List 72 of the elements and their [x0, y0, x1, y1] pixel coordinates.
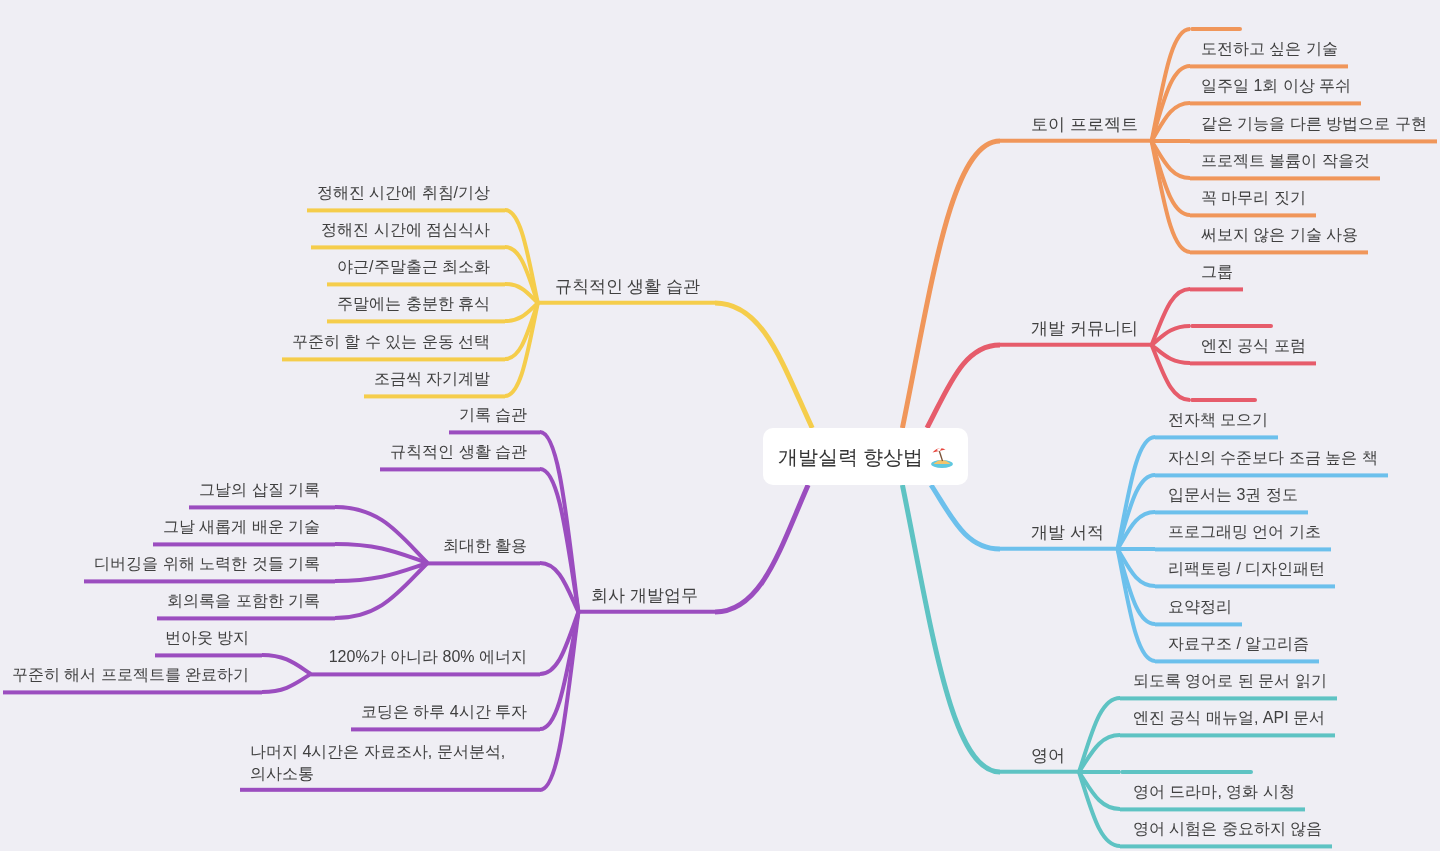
subtopic-label: 120%가 아니라 80% 에너지: [310, 646, 540, 676]
branch-curve: [539, 561, 581, 613]
branch-curve: [1149, 344, 1191, 402]
main-topic-label: 회사 개발업무: [578, 583, 715, 614]
subtopic-label: 주말에는 충분한 휴식: [327, 293, 505, 323]
central-topic-card: [763, 428, 968, 485]
branch-curve: [924, 342, 1001, 430]
branch-underline: [1190, 27, 1242, 31]
subtopic-label: 전자책 모으기: [1155, 409, 1279, 439]
branch-underline: [1190, 324, 1273, 328]
subtopic-label: 정해진 시간에 점심식사: [311, 219, 505, 249]
branch-underline: [1190, 398, 1257, 402]
branch-curve: [261, 672, 312, 694]
subtopic-label: 규칙적인 생활 습관: [380, 441, 540, 471]
branch-curve: [1149, 139, 1191, 180]
subtopic-label: 최대한 활용: [427, 535, 540, 565]
subtopic-label: 코딩은 하루 4시간 투자: [350, 701, 540, 731]
branch-curve: [1149, 140, 1191, 254]
branch-curve: [1115, 547, 1156, 588]
subtopic-label: 엔진 공식 포럼: [1190, 335, 1316, 365]
subtopic-label: 같은 기능을 다른 방법으로 구현: [1190, 113, 1437, 143]
branch-curve: [504, 302, 540, 398]
subtopic-label: 정해진 시간에 취침/기상: [306, 182, 505, 212]
subtopic-label: 그날의 삽질 기록: [189, 479, 335, 509]
subtopic-label: 회의록을 포함한 기록: [157, 590, 335, 620]
branch-curve: [1115, 548, 1156, 663]
subtopic-label: 입문서는 3권 정도: [1155, 484, 1308, 514]
subtopic-label: 요약정리: [1155, 596, 1242, 626]
subtopic-label: 조금씩 자기계발: [363, 368, 505, 398]
subtopic-label: 꾸준히 할 수 있는 운동 선택: [281, 331, 505, 361]
subtopic-label: 꼭 마무리 짓기: [1190, 187, 1316, 217]
subtopic-label: 야근/주말출근 최소화: [327, 256, 505, 286]
subtopic-label: 일주일 1회 이상 푸쉬: [1190, 75, 1362, 105]
subtopic-label: 기록 습관: [448, 404, 540, 434]
branch-curve: [899, 484, 1001, 775]
main-topic-label: 영어: [1000, 743, 1079, 774]
branch-curve: [1117, 547, 1155, 551]
subtopic-label: 써보지 않은 기술 사용: [1190, 224, 1369, 254]
branch-curve: [899, 138, 1001, 429]
main-topic-label: 규칙적인 생활 습관: [537, 274, 715, 305]
subtopic-label: 나머지 4시간은 자료조사, 문서분석, 의사소통: [240, 740, 540, 792]
main-topic-label: 토이 프로젝트: [1000, 112, 1152, 143]
branch-curve: [334, 542, 429, 565]
subtopic-label: 자료구조 / 알고리즘: [1155, 633, 1320, 663]
branch-curve: [714, 300, 815, 430]
subtopic-label: 프로젝트 볼륨이 작을것: [1190, 150, 1380, 180]
subtopic-label: 되도록 영어로 된 문서 읽기: [1120, 670, 1337, 700]
branch-underline: [1120, 770, 1253, 774]
main-topic-label: 개발 서적: [1000, 520, 1118, 551]
branch-curve: [334, 561, 429, 620]
subtopic-label: 그룹: [1190, 261, 1243, 291]
subtopic-label: 영어 시험은 중요하지 않음: [1120, 818, 1333, 848]
branch-curve: [929, 483, 1001, 552]
subtopic-label: 꾸준히 해서 프로젝트를 완료하기: [2, 664, 262, 694]
branch-curve: [261, 653, 312, 676]
branch-curve: [714, 484, 811, 615]
main-topic-label: 개발 커뮤니티: [1000, 316, 1152, 347]
subtopic-label: 그날 새롭게 배운 기술: [152, 516, 335, 546]
branch-curve: [1077, 771, 1121, 848]
subtopic-label: 자신의 수준보다 조금 높은 책: [1155, 447, 1388, 477]
subtopic-label: 번아웃 방지: [154, 627, 262, 657]
subtopic-label: 영어 드라마, 영화 시청: [1120, 781, 1305, 811]
subtopic-label: 리팩토링 / 디자인패턴: [1155, 558, 1336, 588]
branch-curve: [539, 611, 581, 792]
branch-curve: [1079, 770, 1120, 774]
subtopic-label: 디버깅을 위해 노력한 것들 기록: [84, 553, 335, 583]
subtopic-label: 엔진 공식 매뉴얼, API 문서: [1120, 707, 1335, 737]
subtopic-label: 프로그래밍 언어 기초: [1155, 521, 1331, 551]
branch-curve: [1151, 139, 1190, 143]
branch-curve: [334, 561, 429, 583]
central-topic-text: 개발실력 향상법: [777, 444, 924, 469]
subtopic-label: 도전하고 싶은 기술: [1190, 38, 1348, 68]
